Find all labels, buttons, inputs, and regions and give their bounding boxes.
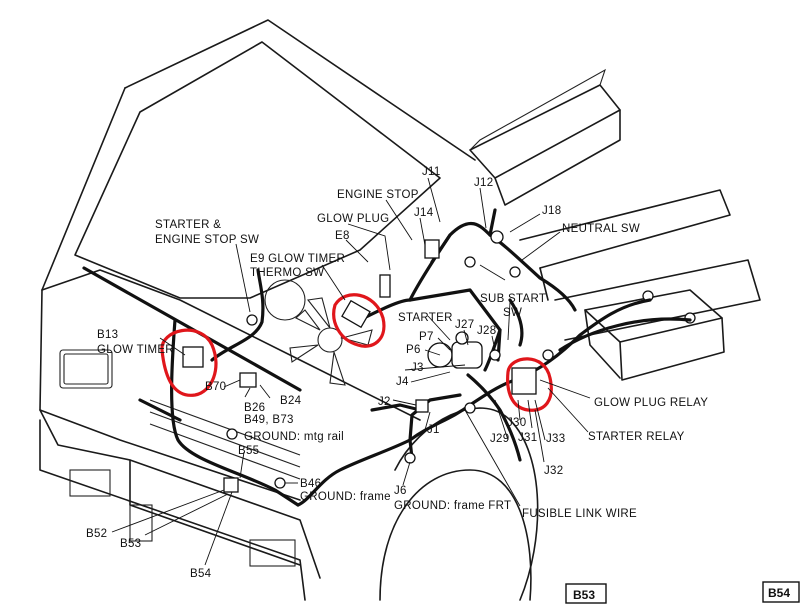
label-b26: B26: [244, 402, 265, 414]
label-j4: J4: [396, 376, 409, 388]
label-b49-b73: B49, B73: [244, 414, 294, 426]
label-j3: J3: [411, 362, 424, 374]
label-j32: J32: [544, 465, 563, 477]
starter-sw-connector: [246, 314, 258, 326]
label-j6: J6: [394, 485, 407, 497]
label-starter-relay: STARTER RELAY: [588, 431, 685, 443]
truck-body-outline: [39, 19, 539, 601]
label-e9-glow-timer: E9 GLOW TIMER: [250, 253, 345, 265]
label-thermo-sw: THERMO SW: [250, 267, 324, 279]
label-b55: B55: [238, 445, 259, 457]
label-ground-frame: GROUND: frame: [300, 491, 391, 503]
battery: [584, 289, 725, 381]
highlight-glow-timer: [160, 328, 218, 397]
page-tag-right: B54: [768, 586, 790, 600]
starter-motor: [427, 331, 483, 369]
label-neutral-sw: NEUTRAL SW: [562, 223, 640, 235]
label-ground-mtg-rail: GROUND: mtg rail: [244, 431, 344, 443]
components: [182, 230, 554, 493]
label-b13: B13: [97, 329, 118, 341]
frame-rails: [469, 68, 761, 341]
b52-b53-connector: [223, 477, 239, 493]
label-j33: J33: [546, 433, 565, 445]
label-j31: J31: [518, 432, 537, 444]
label-p6: P6: [406, 344, 421, 356]
label-b52: B52: [86, 528, 107, 540]
label-j18: J18: [542, 205, 561, 217]
ground-frame-point: [274, 477, 286, 489]
label-sub-start-sw-1: SUB START: [480, 293, 546, 305]
label-b46: B46: [300, 478, 321, 490]
label-starter-engine-stop-sw-1: STARTER &: [155, 219, 221, 231]
b70-connector: [239, 372, 257, 388]
wiring-harness: [82, 208, 692, 507]
label-fusible-link-wire: FUSIBLE LINK WIRE: [522, 508, 637, 520]
label-glow-timer: GLOW TIMER: [97, 344, 174, 356]
glow-timer-unit: [182, 346, 204, 368]
engine-stop-part: [424, 239, 440, 259]
glow-plug-relay-part: [511, 367, 537, 395]
label-engine-stop: ENGINE STOP: [337, 189, 419, 201]
page-tag-right-box: [762, 581, 800, 603]
ground-frame-frt-point: [404, 452, 416, 464]
label-j27: J27: [455, 319, 474, 331]
ground-mtg-rail-point: [226, 428, 238, 440]
label-ground-frame-frt: GROUND: frame FRT: [394, 500, 511, 512]
highlight-glow-plug-relay: [506, 357, 553, 412]
label-j29: J29: [490, 433, 509, 445]
leader-lines: [111, 177, 591, 566]
highlight-marks: [160, 293, 553, 412]
thermo-sw-part: [341, 299, 371, 329]
j2-connector: [415, 399, 429, 413]
label-b53: B53: [120, 538, 141, 550]
engine-fan: [264, 279, 373, 386]
label-j28: J28: [477, 325, 496, 337]
label-b54: B54: [190, 568, 212, 580]
label-starter-engine-stop-sw-2: ENGINE STOP SW: [155, 234, 259, 246]
label-starter: STARTER: [398, 312, 453, 324]
label-b24: B24: [280, 395, 302, 407]
label-j2: J2: [378, 396, 391, 408]
label-p7: P7: [419, 331, 434, 343]
highlight-thermo-sw: [332, 293, 386, 348]
label-glow-plug: GLOW PLUG: [317, 213, 389, 225]
label-j11: J11: [422, 166, 441, 178]
label-j12: J12: [474, 177, 493, 189]
label-j14: J14: [414, 207, 434, 219]
page-tags: B53 B54: [565, 581, 800, 604]
callout-labels: STARTER & ENGINE STOP SW ENGINE STOP GLO…: [86, 166, 708, 580]
label-b70: B70: [205, 381, 226, 393]
page-tag-left-box: [565, 583, 607, 604]
label-glow-plug-relay: GLOW PLUG RELAY: [594, 397, 708, 409]
glow-plug-part: [379, 274, 391, 298]
label-j1: J1: [427, 424, 440, 436]
label-sub-start-sw-2: SW: [503, 307, 522, 319]
label-j30: J30: [507, 417, 526, 429]
label-e8: E8: [335, 230, 350, 242]
page-tag-left: B53: [573, 588, 595, 602]
